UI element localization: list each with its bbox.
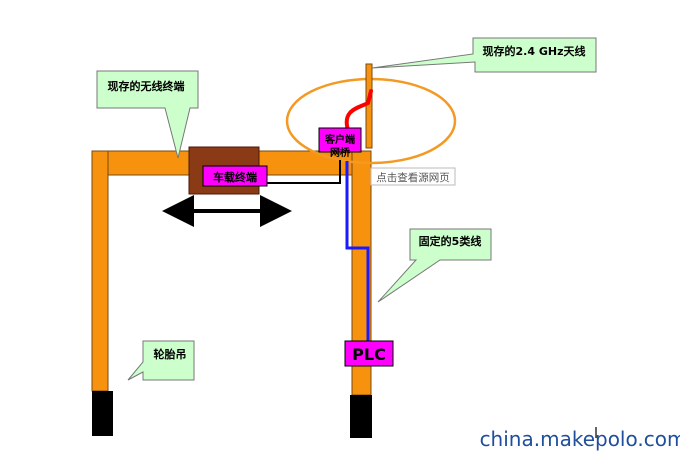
view-source-text[interactable]: 点击查看源网页 (376, 171, 450, 184)
wireless-terminal-callout-text: 现存的无线终端 (108, 79, 185, 93)
client-bridge-label-line2: 网桥 (330, 146, 351, 159)
crane-callout-text: 轮胎吊 (154, 347, 187, 361)
left-wheel (92, 391, 113, 436)
crane-left-leg (91, 150, 109, 392)
antenna-red-cable (344, 89, 373, 132)
wireless-terminal-callout: 现存的无线终端 (96, 70, 199, 159)
client-bridge-box (318, 127, 362, 153)
terminal-wire (260, 160, 341, 184)
client-bridge-label-line1: 客户端 (324, 133, 355, 146)
cable-callout: 固定的5类线 (377, 228, 492, 303)
cat5-cable (345, 161, 370, 342)
vehicle-terminal-label-box (202, 165, 268, 187)
watermark: china.makepolo.com (480, 427, 680, 451)
antenna-callout-text: 现存的2.4 GHz天线 (483, 44, 586, 58)
cable-callout-text: 固定的5类线 (419, 234, 482, 248)
plc-label: PLC (352, 345, 386, 364)
right-wheel (350, 395, 372, 438)
antenna-callout: 现存的2.4 GHz天线 (371, 37, 597, 73)
view-source-tag[interactable]: 点击查看源网页 (370, 167, 456, 186)
antenna-mast (365, 63, 373, 149)
plc-box (344, 340, 394, 367)
crane-callout: 轮胎吊 (127, 340, 195, 381)
vehicle-terminal-label: 车载终端 (213, 170, 257, 184)
